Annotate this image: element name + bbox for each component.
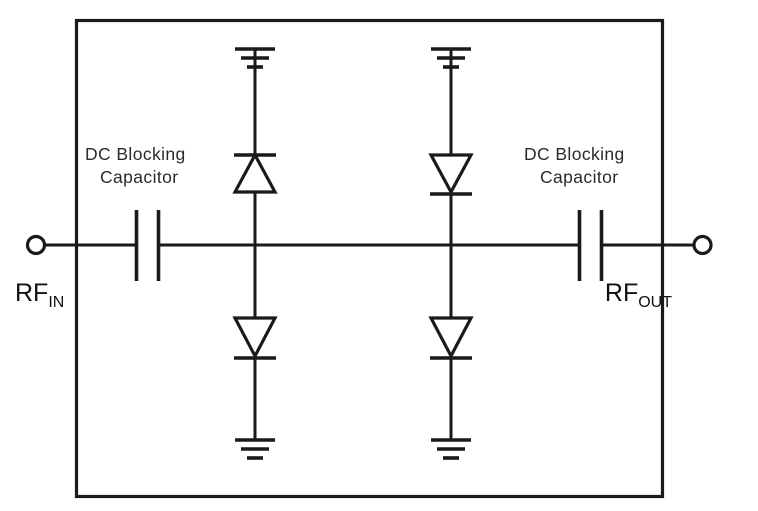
rf-out-port-label: RFOUT [605,279,672,311]
diode-upper-left-anode-triangle [232,151,278,194]
ground-bottom-left [235,438,275,460]
right-shunt-branch [428,47,474,460]
rf-out-subscript: OUT [638,294,672,311]
diode-upper-right-anode-triangle [428,153,474,196]
enclosure-box [74,18,665,499]
diode-lower-left [232,316,278,360]
output-terminal-circle [692,234,713,256]
rf-in-base: RF [15,279,48,307]
left-dc-blocking-capacitor [134,210,161,281]
input-terminal-circle [25,234,47,256]
diode-lower-right [428,316,474,360]
rf-in-subscript: IN [48,294,64,311]
main-signal-path [25,234,713,256]
right-dc-blocking-capacitor [577,210,604,281]
rf-in-port-label: RFIN [15,279,64,311]
diode-upper-right [428,153,474,196]
diode-lower-right-anode-triangle [428,316,474,360]
diode-lower-left-anode-triangle [232,316,278,360]
right-capacitor-label-line1: DC Blocking [524,144,625,164]
left-shunt-branch [232,47,278,460]
diode-upper-left [232,151,278,194]
right-capacitor-label-line2: Capacitor [540,167,619,187]
rf-out-base: RF [605,279,638,307]
left-capacitor-label-line2: Capacitor [100,167,179,187]
left-capacitor-label-line1: DC Blocking [85,144,186,164]
ground-bottom-right [431,438,471,460]
